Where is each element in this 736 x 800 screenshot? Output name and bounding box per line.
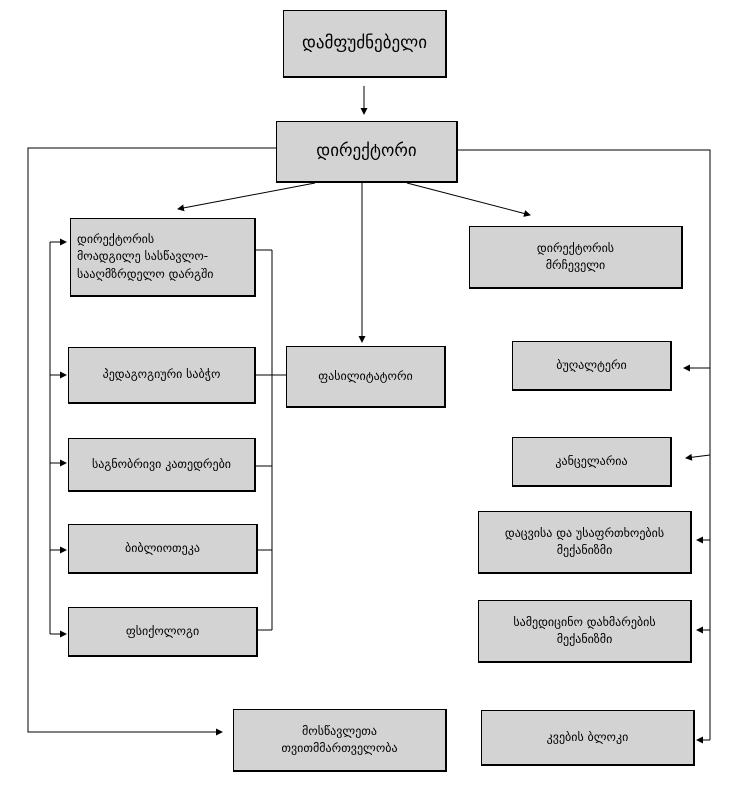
library-box: ბიბლიოთეკა xyxy=(68,524,258,574)
deputy-director-box: დირექტორის მოადგილე სასწავლო- სააღმზრდელ… xyxy=(70,218,256,297)
student-self-government-box: მოსწავლეთა თვითმმართველობა xyxy=(233,709,447,772)
subject-departments-label: საგნობრივი კათედრები xyxy=(92,456,231,471)
founder-label: დამფუძნებელი xyxy=(301,33,428,54)
accounting-box: ბუღალტერი xyxy=(512,341,672,391)
chancellery-box: კანცელარია xyxy=(512,437,672,487)
pedagogical-council-label: პედაგოგიური საბჭო xyxy=(102,367,221,382)
security-mechanism-box: დაცვისა და უსაფრთხოების მექანიზმი xyxy=(478,511,692,574)
director-assistant-box: დირექტორის მრჩეველი xyxy=(469,226,683,289)
accounting-label: ბუღალტერი xyxy=(556,357,627,372)
security-mechanism-label: დაცვისა და უსაფრთხოების მექანიზმი xyxy=(504,525,665,557)
subject-departments-box: საგნობრივი კათედრები xyxy=(68,438,256,492)
chancellery-label: კანცელარია xyxy=(555,453,628,468)
library-label: ბიბლიოთეკა xyxy=(125,540,200,555)
director-box: დირექტორი xyxy=(276,121,458,183)
arrow-director-assistant xyxy=(406,182,531,217)
student-self-government-label: მოსწავლეთა თვითმმართველობა xyxy=(281,723,398,755)
medical-mechanism-box: სამედიცინო დახმარების მექანიზმი xyxy=(478,600,692,663)
founder-box: დამფუძნებელი xyxy=(283,10,447,78)
pedagogical-council-box: პედაგოგიური საბჭო xyxy=(68,347,256,404)
catering-block-box: კვების ბლოკი xyxy=(481,710,695,766)
catering-block-label: კვების ბლოკი xyxy=(546,729,629,744)
facilitator-label: ფასილიტატორი xyxy=(318,368,413,383)
director-label: დირექტორი xyxy=(316,141,417,162)
medical-mechanism-label: სამედიცინო დახმარების მექანიზმი xyxy=(513,614,656,646)
deputy-director-label: დირექტორის მოადგილე სასწავლო- სააღმზრდელ… xyxy=(77,231,214,281)
psychologist-box: ფსიქოლოგი xyxy=(68,607,258,657)
psychologist-label: ფსიქოლოგი xyxy=(125,623,200,638)
line-director-self-government xyxy=(27,147,276,736)
director-assistant-label: დირექტორის მრჩეველი xyxy=(536,240,615,272)
arrow-director-deputy xyxy=(177,182,316,212)
arrow-chancellery xyxy=(685,453,711,461)
facilitator-box: ფასილიტატორი xyxy=(286,346,446,408)
